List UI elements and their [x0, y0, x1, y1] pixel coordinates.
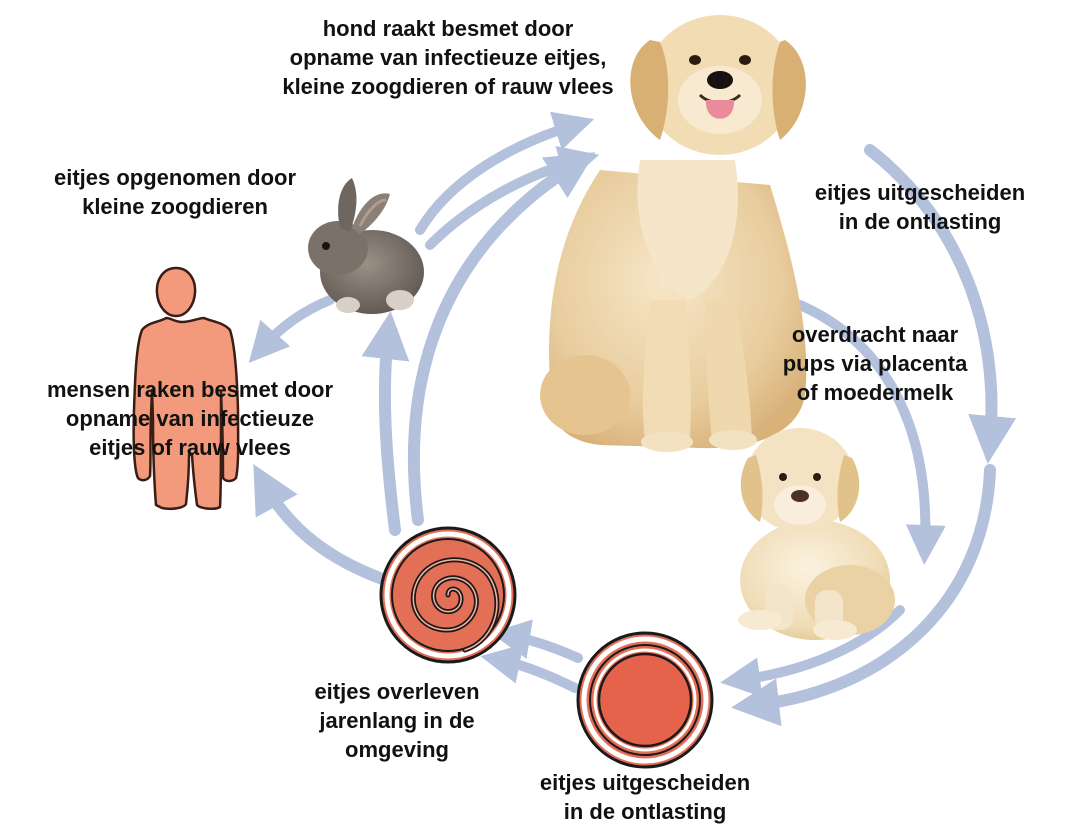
label-line: mensen raken besmet door: [10, 375, 370, 404]
rabbit-icon: [308, 178, 424, 314]
label-dog-infection: hond raakt besmet door opname van infect…: [248, 14, 648, 101]
label-line: of moedermelk: [760, 378, 990, 407]
arrow-egg-to-larvated-1: [510, 636, 578, 658]
label-line: kleine zoogdieren of rauw vlees: [248, 72, 648, 101]
label-human-infection: mensen raken besmet door opname van infe…: [10, 375, 370, 462]
label-eggs-survive: eitjes overleven jarenlang in de omgevin…: [282, 677, 512, 764]
label-excretion-adult: eitjes uitgescheiden in de ontlasting: [800, 178, 1040, 236]
arrow-egg-to-rabbit: [385, 335, 395, 530]
label-transmission-pups: overdracht naar pups via placenta of moe…: [760, 320, 990, 407]
label-line: opname van infectieuze eitjes,: [248, 43, 648, 72]
label-line: opname van infectieuze: [10, 404, 370, 433]
label-line: eitjes opgenomen door: [40, 163, 310, 192]
label-line: eitjes uitgescheiden: [515, 768, 775, 797]
arrow-rabbit-to-human: [262, 300, 330, 348]
unembryonated-egg-icon: [578, 633, 712, 767]
label-line: kleine zoogdieren: [40, 192, 310, 221]
label-small-mammals: eitjes opgenomen door kleine zoogdieren: [40, 163, 310, 221]
label-line: in de ontlasting: [800, 207, 1040, 236]
arrow-egg-to-human: [265, 485, 385, 580]
label-line: in de ontlasting: [515, 797, 775, 826]
label-line: eitjes overleven: [282, 677, 512, 706]
larvated-egg-icon: [381, 528, 515, 662]
puppy-icon: [738, 428, 895, 640]
label-line: omgeving: [282, 735, 512, 764]
label-line: hond raakt besmet door: [248, 14, 648, 43]
label-line: jarenlang in de: [282, 706, 512, 735]
label-line: eitjes uitgescheiden: [800, 178, 1040, 207]
label-line: eitjes of rauw vlees: [10, 433, 370, 462]
label-line: overdracht naar: [760, 320, 990, 349]
label-line: pups via placenta: [760, 349, 990, 378]
label-excretion-pup: eitjes uitgescheiden in de ontlasting: [515, 768, 775, 826]
